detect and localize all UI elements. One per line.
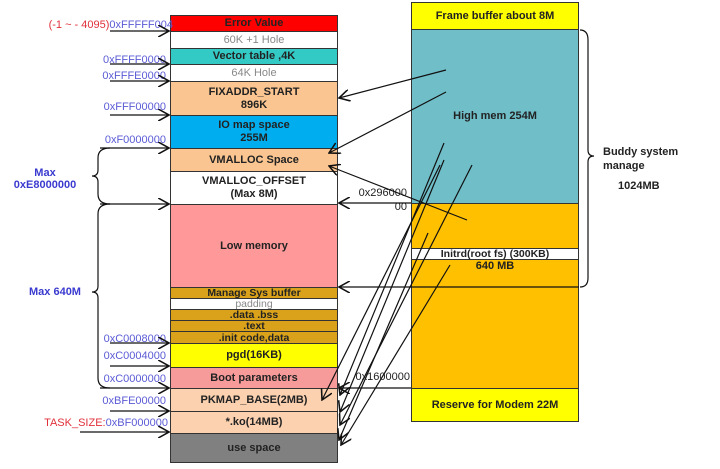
address-label: 0xFFF00000 [103, 101, 166, 113]
address-label: 0xFFFE0000 [102, 70, 166, 82]
address-label: 0xFFFF0000 [103, 54, 166, 66]
buddy-line1: Buddy system [603, 146, 679, 158]
right_column-region: 640 MB [411, 259, 579, 389]
region-label: Low memory [220, 239, 288, 252]
region-label: *.ko(14MB) [225, 416, 283, 428]
region-label: Vector table ,4K [212, 50, 296, 62]
left_column-region: pgd(16KB) [170, 343, 338, 368]
region-label: 640 MB [475, 260, 515, 272]
region-label: IO map space [218, 119, 290, 131]
region-sublabel: 896K [240, 98, 268, 111]
region-label: pgd(16KB) [226, 349, 282, 361]
error-address-label: (-1 ~ - 4095)0xFFFFF004 [38, 19, 173, 31]
region-sublabel: 255M [240, 132, 268, 144]
region-label: .init code,data [218, 331, 290, 344]
task-size-text: TASK_SIZE: [44, 417, 106, 429]
buddy-system-label: Buddy system manage 1024MB [603, 145, 678, 193]
region-label: VMALLOC_OFFSET [202, 175, 306, 187]
region-label: Frame buffer about 8M [435, 9, 555, 22]
address-label: 0xC0008000 [103, 333, 166, 345]
error-range-text: (-1 ~ - 4095) [48, 19, 110, 31]
right_column-region: High mem 254M [411, 29, 579, 204]
region-label: 64K Hole [231, 66, 277, 79]
region-label: FIXADDR_START [208, 85, 300, 98]
left_column-region: VMALLOC_OFFSET(Max 8M) [170, 171, 338, 205]
buddy-size: 1024MB [618, 180, 660, 192]
region-label: .text [243, 320, 265, 332]
max-lowmem-bracket-label: Max 640M [29, 286, 81, 298]
task-size-label: TASK_SIZE:0xBF000000 [20, 417, 168, 429]
region-label: Initrd(root fs) (300KB) [440, 248, 550, 260]
phys-address-part1: 0x296000 [358, 187, 407, 199]
max-address: 0xE8000000 [13, 179, 77, 191]
right_column-region: Reserve for Modem 22M [411, 388, 579, 422]
region-sublabel: (Max 8M) [230, 188, 278, 200]
region-label: VMALLOC Space [209, 153, 299, 166]
right_column-region: Frame buffer about 8M [411, 2, 579, 30]
region-label: padding [235, 298, 273, 310]
task-size-address: 0xBF000000 [105, 417, 168, 429]
left_column-region: Low memory [170, 204, 338, 288]
region-label: .data .bss [229, 309, 279, 321]
left_column-region: *.ko(14MB) [170, 411, 338, 434]
region-label: 60K +1 Hole [223, 33, 285, 46]
phys-address-part2: 00 [394, 201, 407, 213]
left_column-region: Vector table ,4K [170, 48, 338, 65]
error-address: 0xFFFFF004 [109, 19, 173, 31]
address-label: 0xF0000000 [104, 134, 166, 146]
region-label: Manage Sys buffer [207, 287, 301, 299]
address-label: 0xC0004000 [103, 350, 166, 362]
left_column-region: use space [170, 433, 338, 463]
left_column-region: 60K +1 Hole [170, 31, 338, 49]
region-label: Error Value [224, 17, 284, 29]
address-label: 0xBFE00000 [102, 395, 166, 407]
region-label: Boot parameters [210, 371, 298, 384]
left_column-region: PKMAP_BASE(2MB) [170, 388, 338, 412]
region-label: PKMAP_BASE(2MB) [200, 393, 308, 406]
region-label: use space [227, 441, 281, 454]
region-label: Reserve for Modem 22M [431, 398, 559, 411]
phys-address-label: 0x296000 00 [352, 186, 407, 214]
max-text: Max [34, 167, 56, 179]
left_column-region: Boot parameters [170, 367, 338, 389]
buddy-line2: manage [603, 160, 645, 172]
address-label: 0xC0000000 [103, 373, 166, 385]
region-label: High mem 254M [453, 110, 537, 122]
